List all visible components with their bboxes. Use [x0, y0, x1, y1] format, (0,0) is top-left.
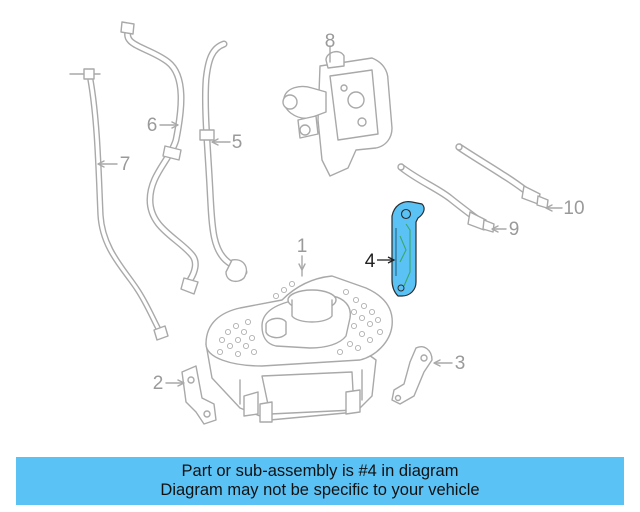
info-banner: Part or sub-assembly is #4 in diagram Di… — [16, 457, 624, 505]
part-1-housing — [205, 267, 393, 423]
callout-label: 9 — [509, 219, 520, 240]
callout-label: 1 — [297, 236, 308, 257]
part-10-sensor-wire — [455, 143, 549, 209]
callout-5: 5 — [211, 132, 243, 153]
part-7-pipe — [69, 68, 169, 341]
callout-8: 8 — [325, 31, 336, 52]
callout-label: 2 — [153, 373, 164, 394]
callout-3: 3 — [433, 353, 466, 374]
callout-1: 1 — [297, 236, 308, 271]
part-3-bracket — [391, 346, 433, 405]
banner-line-disclaimer: Diagram may not be specific to your vehi… — [160, 481, 480, 499]
callout-label: 7 — [120, 154, 131, 175]
callout-7: 7 — [97, 154, 131, 175]
part-6-hose — [120, 21, 199, 295]
parts-diagram: 1 2 3 4 5 6 7 8 9 10 — [69, 21, 585, 425]
part-8-valve-bracket — [282, 45, 393, 177]
callout-label: 3 — [455, 353, 466, 374]
callout-6: 6 — [147, 115, 179, 136]
part-2-bracket — [181, 365, 217, 425]
callout-10: 10 — [545, 198, 585, 219]
part-4-bracket-highlighted — [391, 201, 425, 297]
callout-label: 10 — [563, 198, 584, 219]
part-9-sensor-wire — [397, 163, 495, 233]
callout-label: 5 — [232, 132, 243, 153]
banner-line-part-number: Part or sub-assembly is #4 in diagram — [181, 462, 459, 480]
part-5-hose — [199, 40, 248, 283]
callout-9: 9 — [491, 219, 520, 240]
callout-4: 4 — [365, 251, 396, 272]
callout-label: 8 — [325, 31, 336, 52]
callout-label: 4 — [365, 251, 376, 272]
callout-label: 6 — [147, 115, 158, 136]
callout-2: 2 — [153, 373, 185, 394]
